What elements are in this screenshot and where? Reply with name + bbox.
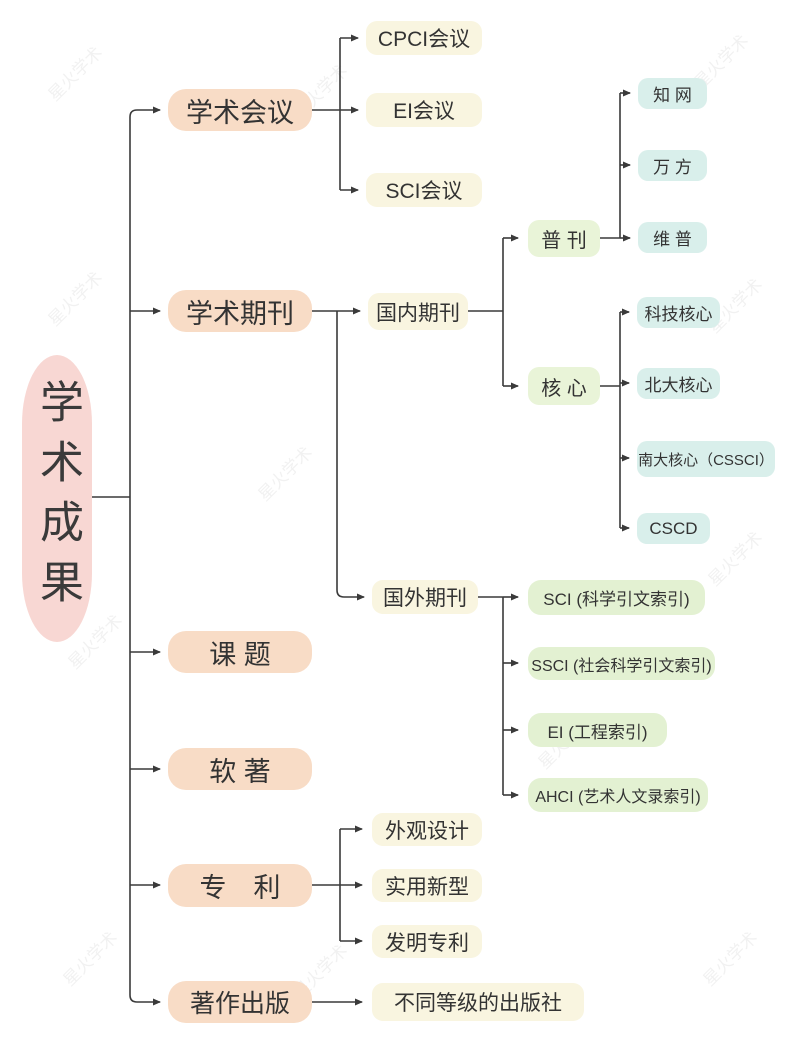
node-invention-patent: 发明专利 — [372, 925, 482, 958]
node-ei-index: EI (工程索引) — [528, 713, 667, 747]
connector-conference-stub — [312, 38, 341, 190]
connector-trunk-to-book — [129, 994, 161, 1006]
node-book: 著作出版 — [168, 981, 312, 1023]
node-keji-core: 科技核心 — [637, 297, 720, 328]
node-cpci-conference: CPCI会议 — [366, 21, 482, 55]
node-nanda-cssci: 南大核心（CSSCI） — [637, 441, 775, 477]
node-sci-conference: SCI会议 — [366, 173, 482, 207]
node-utility-patent: 实用新型 — [372, 869, 482, 902]
node-cnki: 知 网 — [638, 78, 707, 109]
node-patent: 专 利 — [168, 864, 312, 907]
node-software: 软 著 — [168, 748, 312, 790]
connector-domestic-stub — [468, 238, 504, 386]
node-ei-conference: EI会议 — [366, 93, 482, 127]
connector-hexin-stub — [600, 312, 621, 528]
connector-pukan-stub — [600, 93, 621, 239]
node-root: 学术成果 — [22, 355, 92, 642]
node-ssci-index: SSCI (社会科学引文索引) — [528, 647, 715, 680]
node-domestic-journal: 国内期刊 — [368, 293, 468, 330]
connector-trunk-to-conference — [129, 106, 161, 118]
connector-patent-stub — [312, 829, 341, 941]
node-beida-core: 北大核心 — [637, 368, 720, 399]
node-wanfang: 万 方 — [638, 150, 707, 181]
node-cscd: CSCD — [637, 513, 710, 544]
node-topic: 课 题 — [168, 631, 312, 673]
node-design-patent: 外观设计 — [372, 813, 482, 846]
node-ahci-index: AHCI (艺术人文录索引) — [528, 778, 708, 812]
node-conference: 学术会议 — [168, 89, 312, 131]
node-publisher: 不同等级的出版社 — [372, 983, 584, 1021]
node-sci-index: SCI (科学引文索引) — [528, 580, 705, 615]
node-general-journal: 普 刊 — [528, 220, 600, 257]
node-journal: 学术期刊 — [168, 290, 312, 332]
node-core-journal: 核 心 — [528, 367, 600, 405]
node-foreign-journal: 国外期刊 — [372, 580, 478, 614]
connector-to-foreign — [336, 311, 365, 601]
connector-foreign-stub — [478, 596, 504, 795]
node-weipu: 维 普 — [638, 222, 707, 253]
